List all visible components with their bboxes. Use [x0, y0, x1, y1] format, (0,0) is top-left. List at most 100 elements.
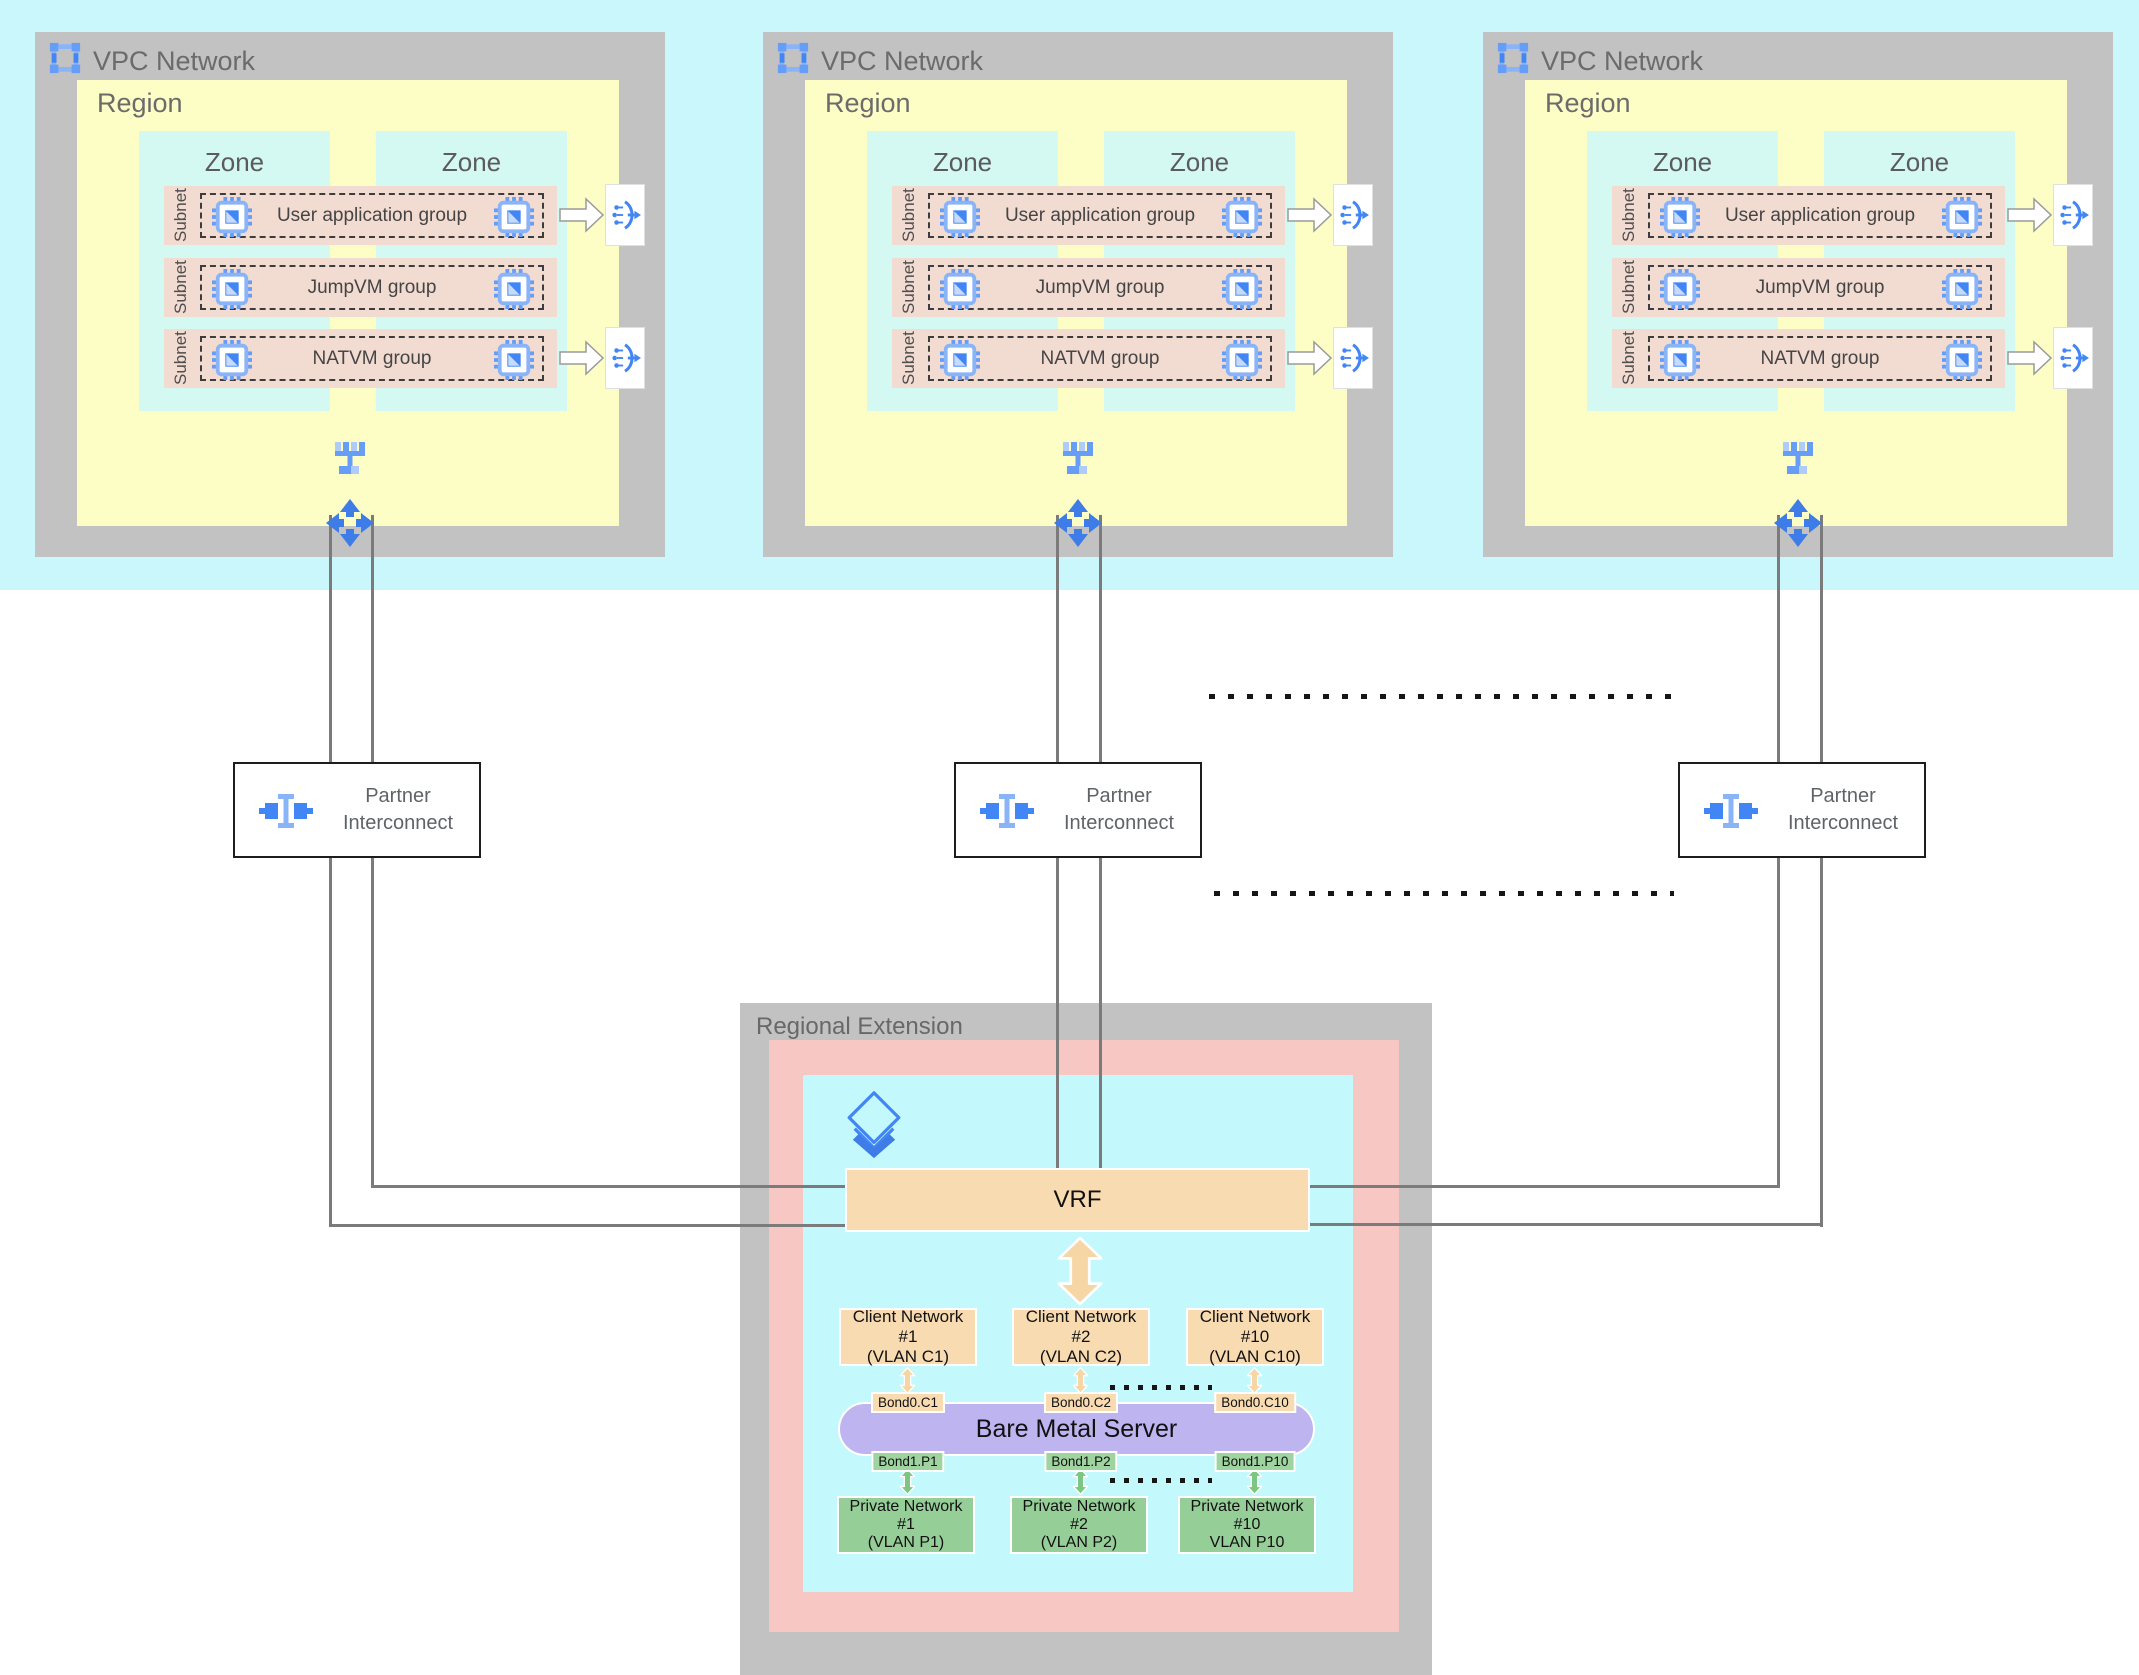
connector-line: [1310, 1185, 1780, 1188]
region-box: Region Zone Zone Subnet User application…: [805, 80, 1373, 526]
vm-group-label: JumpVM group: [1035, 276, 1165, 298]
load-balancer-box: [2053, 184, 2093, 246]
private-network-name: Private Network #1: [849, 1498, 963, 1533]
partner-interconnect-label: Partner Interconnect: [1063, 785, 1175, 834]
vm-group-label: JumpVM group: [1755, 276, 1885, 298]
compute-vm-icon: [1660, 269, 1700, 309]
load-balancer-box: [2053, 327, 2093, 389]
compute-vm-icon: [1942, 197, 1982, 237]
client-network-vlan: (VLAN C2): [1039, 1347, 1123, 1366]
subnet-label: Subnet: [171, 331, 190, 386]
partner-interconnect-icon: [257, 791, 315, 831]
subnet-row-natvm: Subnet NATVM group: [1612, 329, 2005, 388]
ellipsis-dotted-line: [1209, 694, 1671, 699]
bond-label: Bond0.C2: [1043, 1392, 1119, 1413]
compute-vm-icon: [940, 197, 980, 237]
subnet-label: Subnet: [899, 188, 918, 243]
private-network-box: Private Network #10 VLAN P10: [1178, 1496, 1316, 1554]
arrow-to-load-balancer: [559, 195, 605, 235]
compute-vm-icon: [1660, 340, 1700, 380]
connector-line: [329, 1224, 845, 1227]
zone-label: Zone: [1652, 147, 1713, 177]
private-network-vlan: (VLAN P2): [1040, 1534, 1118, 1551]
client-network-box: Client Network #2 (VLAN C2): [1012, 1307, 1150, 1366]
bond-double-arrow: [899, 1468, 916, 1495]
vm-group-box: JumpVM group: [928, 265, 1272, 310]
cloud-router-icon: [325, 498, 375, 548]
vm-group-box: User application group: [1648, 193, 1992, 238]
vm-group-box: JumpVM group: [1648, 265, 1992, 310]
vpc-network-box-3: VPC Network Region Zone Zone Subnet User…: [1483, 32, 2113, 557]
arrow-to-load-balancer: [1287, 195, 1333, 235]
bond-label: Bond1.P2: [1044, 1451, 1118, 1472]
cloud-router-icon: [1773, 498, 1823, 548]
bond-label: Bond0.C1: [870, 1392, 946, 1413]
load-balancer-icon: [2057, 342, 2089, 374]
compute-vm-icon: [1942, 340, 1982, 380]
subnet-row-natvm: Subnet NATVM group: [164, 329, 557, 388]
connector-line: [1310, 1223, 1823, 1226]
arrow-to-load-balancer: [559, 338, 605, 378]
compute-vm-icon: [1942, 269, 1982, 309]
load-balancer-icon: [1337, 342, 1369, 374]
vm-group-box: NATVM group: [200, 336, 544, 381]
zone-label: Zone: [441, 147, 502, 177]
client-network-name: Client Network #2: [1025, 1307, 1137, 1346]
bond-double-arrow: [1246, 1367, 1263, 1394]
vrf-label: VRF: [1053, 1186, 1102, 1213]
partner-interconnect-icon: [1702, 791, 1760, 831]
load-balancer-icon: [2057, 199, 2089, 231]
zone-label: Zone: [1889, 147, 1950, 177]
private-network-name: Private Network #10: [1190, 1498, 1304, 1533]
subnet-label: Subnet: [171, 188, 190, 243]
compute-vm-icon: [940, 269, 980, 309]
bond-double-arrow: [1246, 1468, 1263, 1495]
zone-label: Zone: [204, 147, 265, 177]
subnet-label: Subnet: [1619, 260, 1638, 315]
region-label: Region: [97, 88, 183, 118]
load-balancer-icon: [609, 342, 641, 374]
partner-interconnect-box: Partner Interconnect: [1678, 762, 1926, 858]
vm-group-label: User application group: [276, 204, 468, 226]
compute-vm-icon: [494, 269, 534, 309]
zone-label: Zone: [932, 147, 993, 177]
region-label: Region: [1545, 88, 1631, 118]
connector-line: [1820, 515, 1823, 1227]
vm-group-label: JumpVM group: [307, 276, 437, 298]
compute-vm-icon: [1660, 197, 1700, 237]
load-balancer-box: [1333, 327, 1373, 389]
partner-interconnect-box: Partner Interconnect: [954, 762, 1202, 858]
vpc-network-box-1: VPC Network Region Zone Zone Subnet User…: [35, 32, 665, 557]
load-balancer-icon: [609, 199, 641, 231]
subnet-row-natvm: Subnet NATVM group: [892, 329, 1285, 388]
compute-vm-icon: [212, 269, 252, 309]
client-network-vlan: (VLAN C1): [866, 1347, 950, 1366]
subnet-label: Subnet: [899, 331, 918, 386]
partner-interconnect-label: Partner Interconnect: [1787, 785, 1899, 834]
subnet-label: Subnet: [1619, 188, 1638, 243]
compute-vm-icon: [212, 340, 252, 380]
bare-metal-label: Bare Metal Server: [975, 1414, 1178, 1443]
subnet-row-user-app: Subnet User application group: [164, 186, 557, 245]
vm-group-label: NATVM group: [312, 347, 432, 369]
network-switch-icon: [1059, 440, 1097, 478]
vm-group-box: User application group: [200, 193, 544, 238]
bond-label: Bond1.P1: [871, 1451, 945, 1472]
vpc-network-icon: [776, 41, 810, 75]
vpc-network-box-2: VPC Network Region Zone Zone Subnet User…: [763, 32, 1393, 557]
partner-interconnect-box: Partner Interconnect: [233, 762, 481, 858]
ellipsis-dotted-line: [1110, 1478, 1212, 1483]
network-switch-icon: [331, 440, 369, 478]
vm-group-label: NATVM group: [1760, 347, 1880, 369]
private-network-box: Private Network #2 (VLAN P2): [1010, 1496, 1148, 1554]
bond-label: Bond0.C10: [1214, 1392, 1296, 1413]
arrow-to-load-balancer: [2007, 195, 2053, 235]
subnet-row-jumpvm: Subnet JumpVM group: [164, 258, 557, 317]
vm-group-box: NATVM group: [928, 336, 1272, 381]
subnet-row-user-app: Subnet User application group: [892, 186, 1285, 245]
ellipsis-dotted-line: [1214, 891, 1674, 896]
ellipsis-dotted-line: [1110, 1385, 1212, 1390]
subnet-label: Subnet: [171, 260, 190, 315]
vpc-network-title: VPC Network: [821, 46, 984, 76]
